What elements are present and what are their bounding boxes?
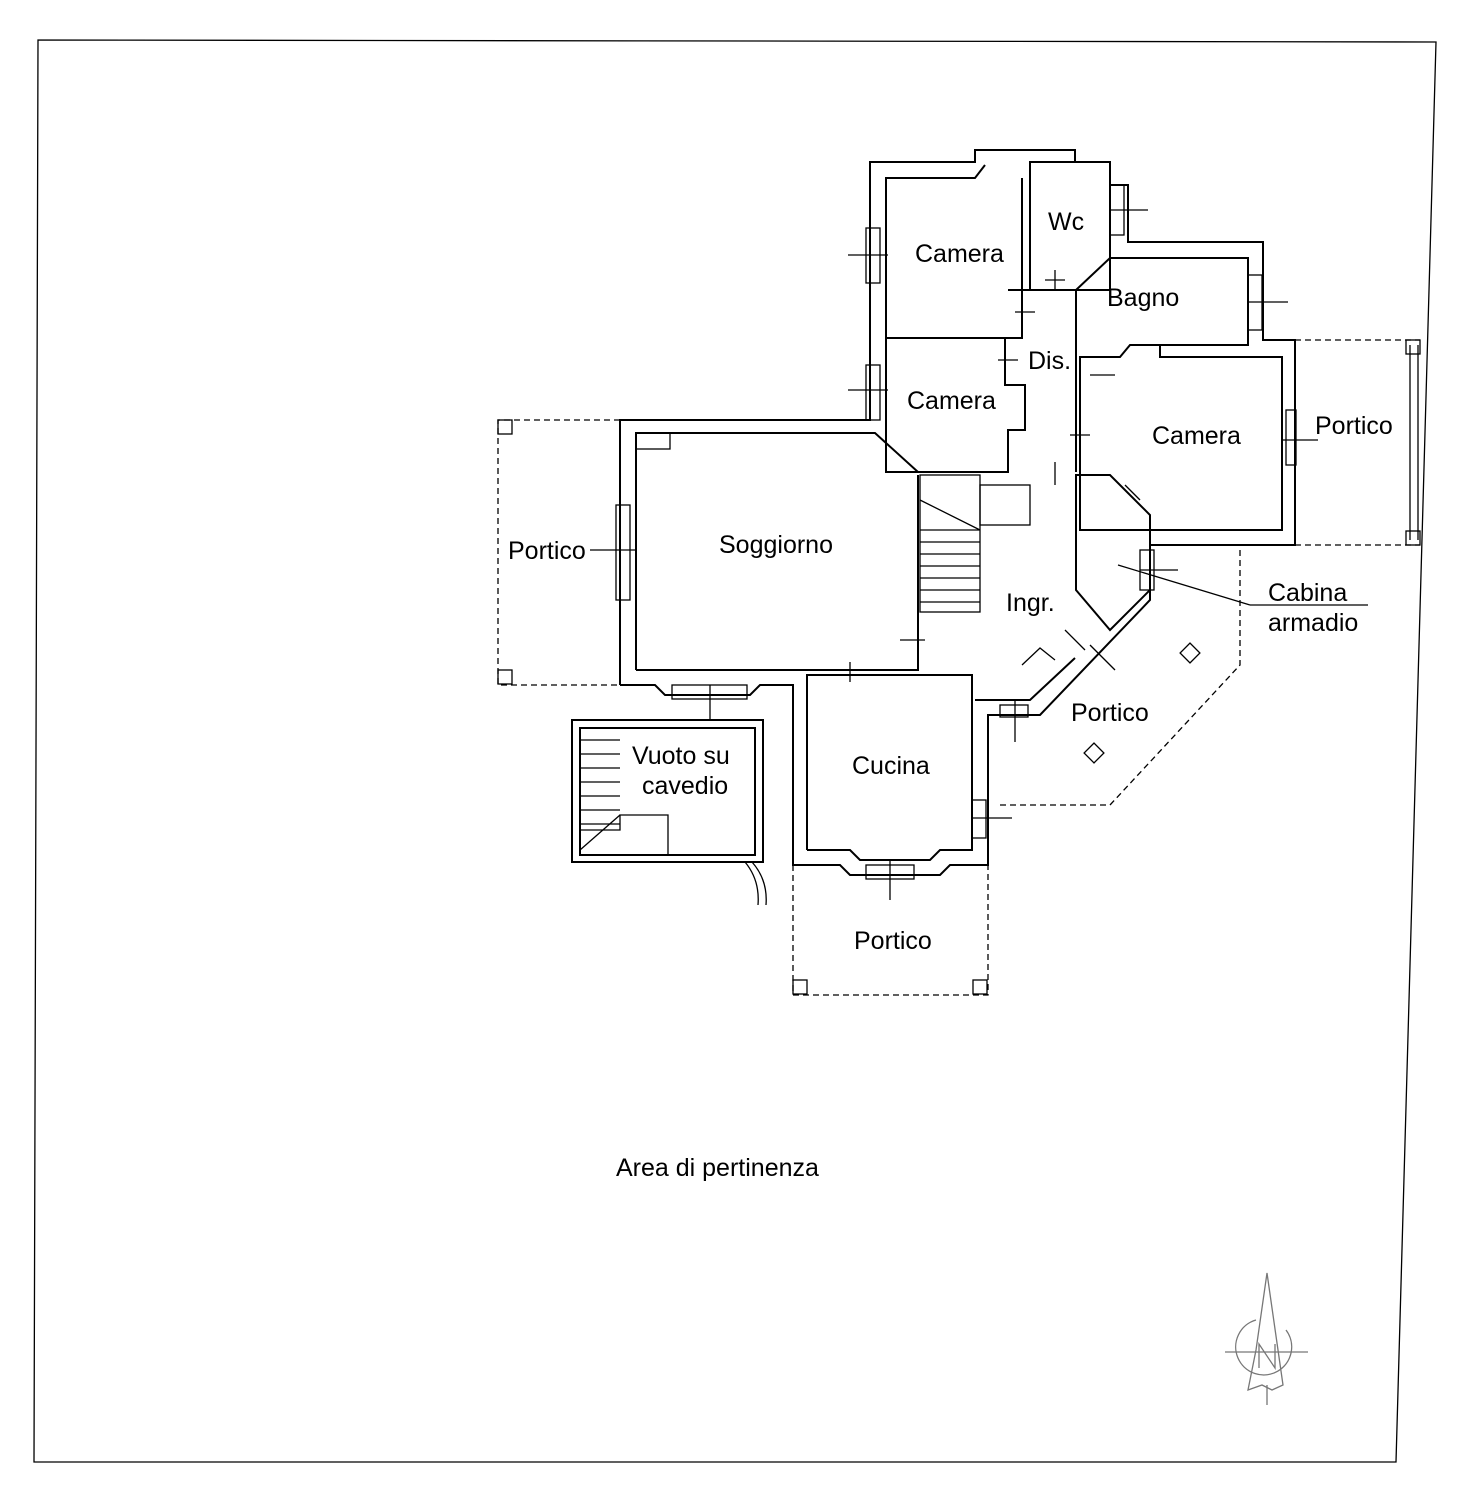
room-label-portico-bottom: Portico [854, 927, 932, 955]
room-label-portico-left: Portico [508, 537, 586, 565]
room-label-cavedio: cavedio [642, 772, 729, 800]
room-label-wc: Wc [1048, 208, 1085, 236]
exterior-walls [571, 149, 1296, 906]
room-label-portico-right: Portico [1315, 412, 1393, 440]
room-label-cabina: Cabina [1268, 579, 1348, 607]
room-label-portico-se: Portico [1071, 699, 1149, 727]
portico-bottom-outline [792, 865, 989, 996]
room-label-soggiorno: Soggiorno [719, 531, 833, 559]
room-label-camera-mid: Camera [907, 387, 996, 415]
portico-right-outline [1295, 339, 1421, 546]
room-label-ingresso: Ingr. [1006, 589, 1055, 617]
area-label: Area di pertinenza [616, 1154, 819, 1182]
north-arrow-icon [1225, 1272, 1308, 1405]
portico-left-outline [497, 419, 620, 686]
room-label-dis: Dis. [1028, 347, 1072, 375]
lot-boundary [33, 39, 1437, 1463]
portico-se-outline [1000, 548, 1241, 806]
room-label-armadio: armadio [1268, 609, 1359, 637]
staircase [579, 474, 1031, 855]
room-label-cucina: Cucina [852, 752, 930, 780]
room-label-camera-right: Camera [1152, 422, 1241, 450]
openings [590, 184, 1368, 900]
room-label-bagno: Bagno [1107, 284, 1180, 312]
room-label-camera-top: Camera [915, 240, 1004, 268]
room-label-vuoto: Vuoto su [632, 742, 730, 770]
